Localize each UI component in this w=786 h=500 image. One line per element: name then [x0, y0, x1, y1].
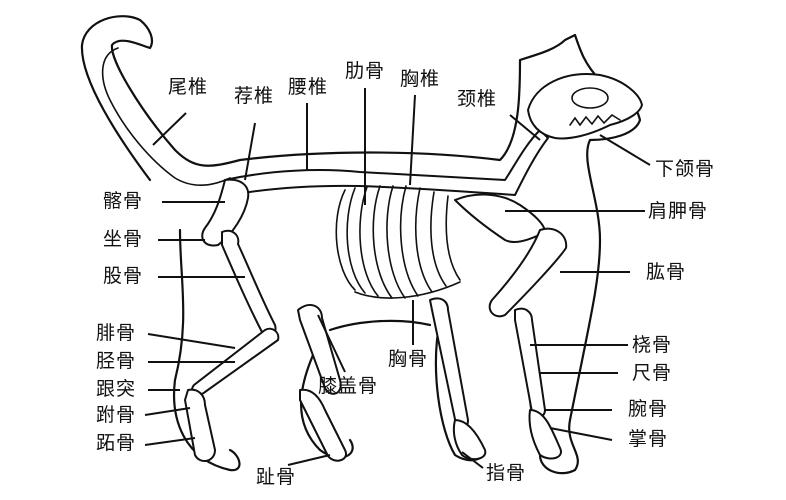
label-patella: 膝盖骨 [318, 375, 379, 397]
eye-socket-drawing [571, 87, 609, 109]
label-thoracic-vertebrae: 胸椎 [400, 68, 441, 90]
label-tarsals: 跗骨 [96, 404, 137, 426]
label-mandible: 下颌骨 [655, 158, 716, 180]
label-ischium: 坐骨 [103, 228, 144, 250]
hind-leg-outline [173, 228, 241, 472]
belly-outline [328, 319, 432, 332]
body-outline [80, 15, 642, 475]
femur-drawing [221, 229, 277, 337]
hind-leg2-outline [300, 338, 354, 459]
label-sternum: 胸骨 [388, 348, 429, 370]
label-sacral-vertebrae: 荐椎 [234, 85, 275, 107]
label-cervical-vertebrae: 颈椎 [457, 88, 498, 110]
hind-foot-2-drawing [299, 388, 347, 462]
label-lumbar-vertebrae: 腰椎 [288, 76, 329, 98]
label-carpals: 腕骨 [628, 398, 669, 420]
skull-drawing [527, 73, 643, 140]
label-ribs: 肋骨 [345, 60, 386, 82]
ribcage-drawing [335, 185, 461, 299]
label-ulna: 尺骨 [632, 362, 673, 384]
teeth-drawing [569, 113, 621, 127]
hind-leg-2-drawing [297, 303, 342, 395]
front-paw-2-drawing [452, 419, 487, 461]
label-femur: 股骨 [103, 265, 144, 287]
label-calcaneus: 跟突 [96, 378, 137, 400]
label-humerus: 肱骨 [646, 261, 687, 283]
label-scapula: 肩胛骨 [648, 200, 709, 222]
forepaw-drawing [528, 409, 562, 460]
spine-drawing [224, 129, 549, 196]
leader-lines [144, 88, 651, 469]
label-ilium: 髂骨 [103, 190, 144, 212]
hind-foot-drawing [184, 388, 216, 462]
label-metatarsals: 跖骨 [96, 432, 137, 454]
label-tibia: 胫骨 [96, 350, 137, 372]
label-radius: 桡骨 [632, 334, 673, 356]
tail-vertebrae-drawing [101, 47, 231, 186]
scapula-drawing [454, 193, 546, 243]
humerus-drawing [488, 227, 568, 318]
label-finger-bones: 指骨 [486, 462, 527, 484]
radius-ulna-drawing [514, 307, 546, 418]
label-metacarpals: 掌骨 [628, 428, 669, 450]
label-toe-bones: 趾骨 [256, 466, 297, 488]
pelvis-drawing [201, 178, 250, 247]
label-tail-vertebrae: 尾椎 [168, 76, 209, 98]
label-fibula: 腓骨 [96, 322, 137, 344]
